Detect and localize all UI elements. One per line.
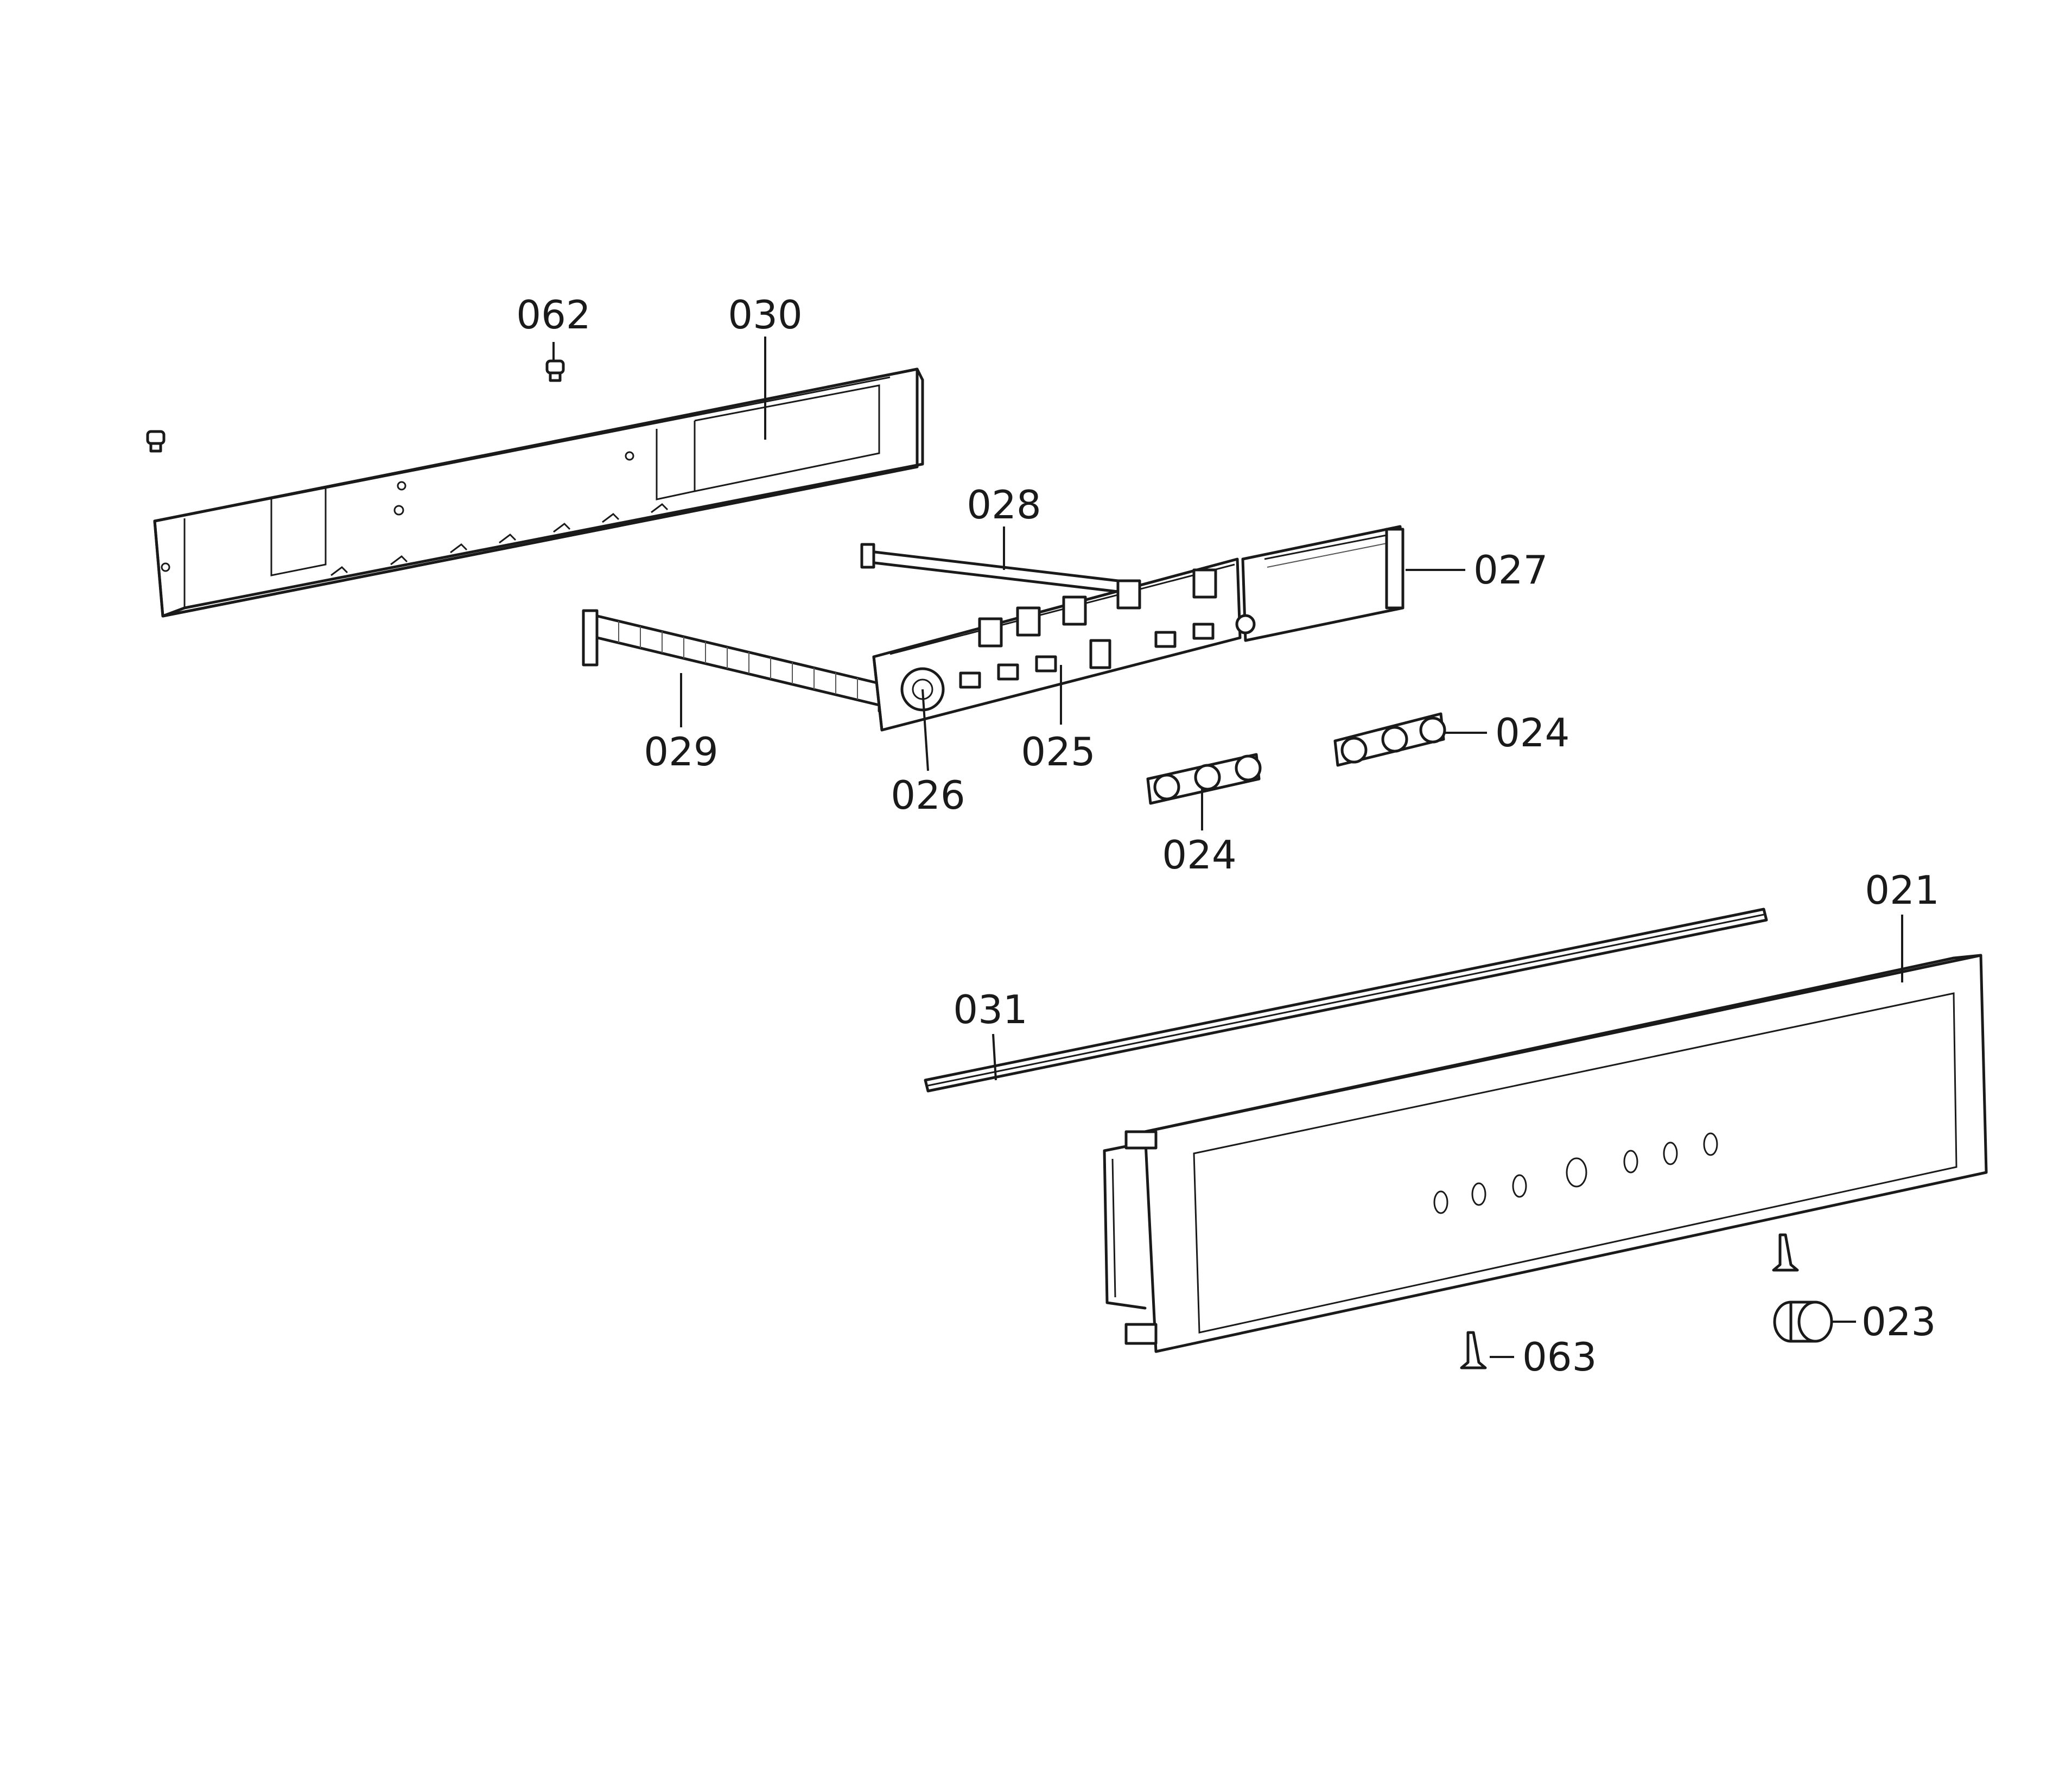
callout-025: 025 — [1021, 729, 1095, 775]
part-027-control-board — [872, 525, 1404, 732]
callout-027: 027 — [1473, 547, 1548, 593]
callout-062: 062 — [516, 292, 590, 338]
screw-062b-icon — [146, 430, 166, 453]
part-031-trim-strip — [924, 908, 1768, 1093]
part-030-frame-rail — [153, 367, 924, 618]
part-024-button-carrier-left — [1146, 753, 1262, 805]
part-025-switches — [959, 614, 1256, 689]
callout-029: 029 — [644, 729, 718, 775]
leader-lines — [552, 337, 1903, 1358]
callout-024-right: 024 — [1495, 710, 1569, 756]
screw-063-icon — [1460, 1331, 1487, 1369]
part-023-knob-icon — [1773, 1301, 1833, 1343]
part-021-control-panel — [1103, 954, 1988, 1353]
part-028-ribbon-cable — [860, 543, 1120, 593]
callout-063: 063 — [1522, 1334, 1597, 1380]
screw-063b-icon — [1772, 1233, 1799, 1272]
callout-031: 031 — [953, 987, 1027, 1032]
callout-026: 026 — [891, 772, 965, 818]
callout-023: 023 — [1861, 1299, 1936, 1344]
callout-021: 021 — [1865, 867, 1939, 913]
callout-030: 030 — [728, 292, 802, 338]
callout-024-left: 024 — [1162, 832, 1236, 878]
callout-028: 028 — [967, 482, 1041, 528]
part-029-ribbon-cable — [582, 609, 894, 713]
screw-062-icon — [545, 359, 565, 382]
part-024-button-carrier-right — [1333, 712, 1446, 767]
